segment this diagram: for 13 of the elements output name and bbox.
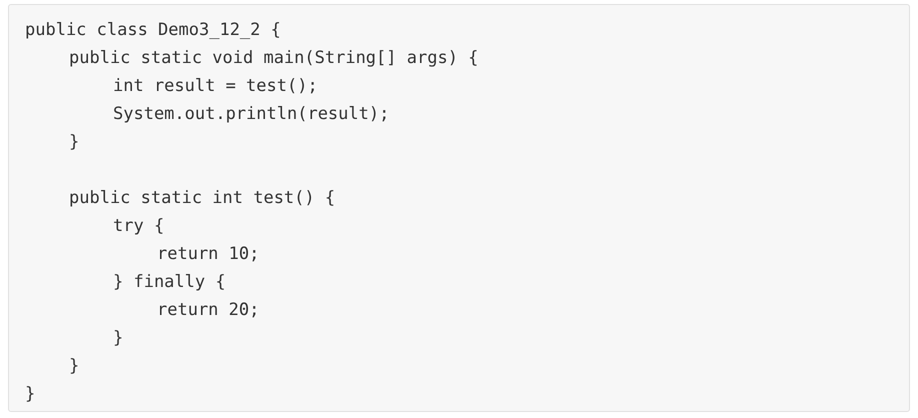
code-line: return 20;: [157, 299, 260, 321]
code-line: int result = test();: [113, 75, 318, 97]
code-line: return 10;: [157, 243, 260, 265]
code-line: System.out.println(result);: [113, 103, 390, 125]
code-line: } finally {: [113, 271, 226, 293]
code-line: }: [113, 327, 124, 349]
code-line: }: [69, 131, 80, 153]
code-line: try {: [113, 215, 164, 237]
code-line: }: [69, 355, 80, 377]
code-line: public class Demo3_12_2 {: [25, 19, 281, 41]
code-line: public static void main(String[] args) {: [69, 47, 478, 69]
code-line: public static int test() {: [69, 187, 336, 209]
code-line: }: [25, 383, 36, 405]
